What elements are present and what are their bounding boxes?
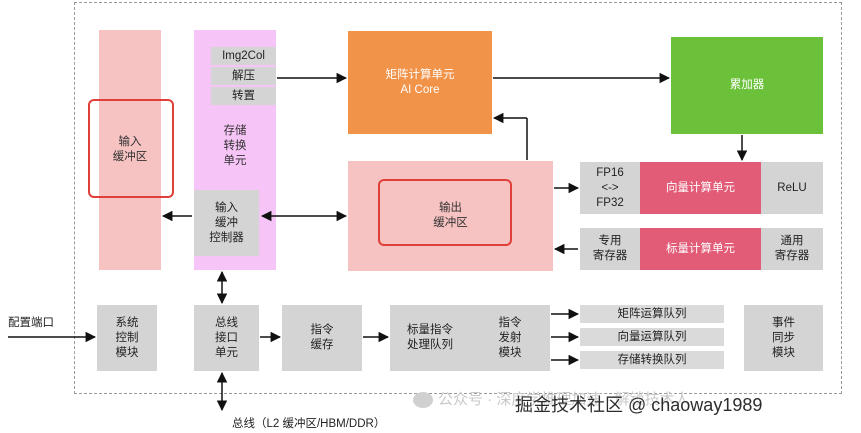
vector-unit-block: 向量计算单元	[640, 162, 761, 214]
special-register-block: 专用 寄存器	[580, 228, 640, 270]
watermark-line2: 掘金技术社区 @ chaoway1989	[515, 395, 763, 415]
event-sync-block: 事件 同步 模块	[744, 305, 823, 371]
relu-block: ReLU	[761, 162, 823, 214]
fp-convert-block: FP16 <-> FP32	[580, 162, 640, 214]
input-buffer-highlight	[88, 99, 174, 198]
general-register-block: 通用 寄存器	[761, 228, 823, 270]
bus-interface-block: 总线 接口 单元	[194, 305, 259, 371]
storage-queue-block: 存储转换队列	[580, 351, 724, 369]
instruction-cache-block: 指令 缓存	[282, 305, 362, 371]
system-control-block: 系统 控制 模块	[97, 305, 157, 371]
matrix-unit-block: 矩阵计算单元 AI Core	[348, 31, 492, 134]
input-buffer-block: 输入 缓冲区	[99, 30, 161, 270]
scalar-unit-block: 标量计算单元	[640, 228, 761, 270]
input-buffer-controller-block: 输入 缓冲 控制器	[194, 190, 259, 256]
decompress-block: 解压	[211, 67, 276, 85]
ai-core-boundary	[74, 2, 842, 394]
output-buffer-highlight	[378, 179, 512, 246]
config-port-label: 配置端口	[8, 317, 54, 329]
instruction-dispatch-block: 指令 发射 模块	[470, 305, 550, 371]
vector-queue-block: 向量运算队列	[580, 328, 724, 346]
matrix-queue-block: 矩阵运算队列	[580, 305, 724, 323]
accumulator-block: 累加器	[671, 37, 823, 134]
scalar-instruction-queue-block: 标量指令 处理队列	[390, 305, 470, 371]
img2col-block: Img2Col	[211, 47, 276, 65]
watermark-icon	[413, 392, 433, 408]
transpose-block: 转置	[211, 87, 276, 105]
watermark-line1: 公众号 · 深度学推理加速 · 解锁技术人	[438, 391, 690, 408]
bus-label: 总线（L2 缓冲区/HBM/DDR）	[232, 418, 386, 430]
